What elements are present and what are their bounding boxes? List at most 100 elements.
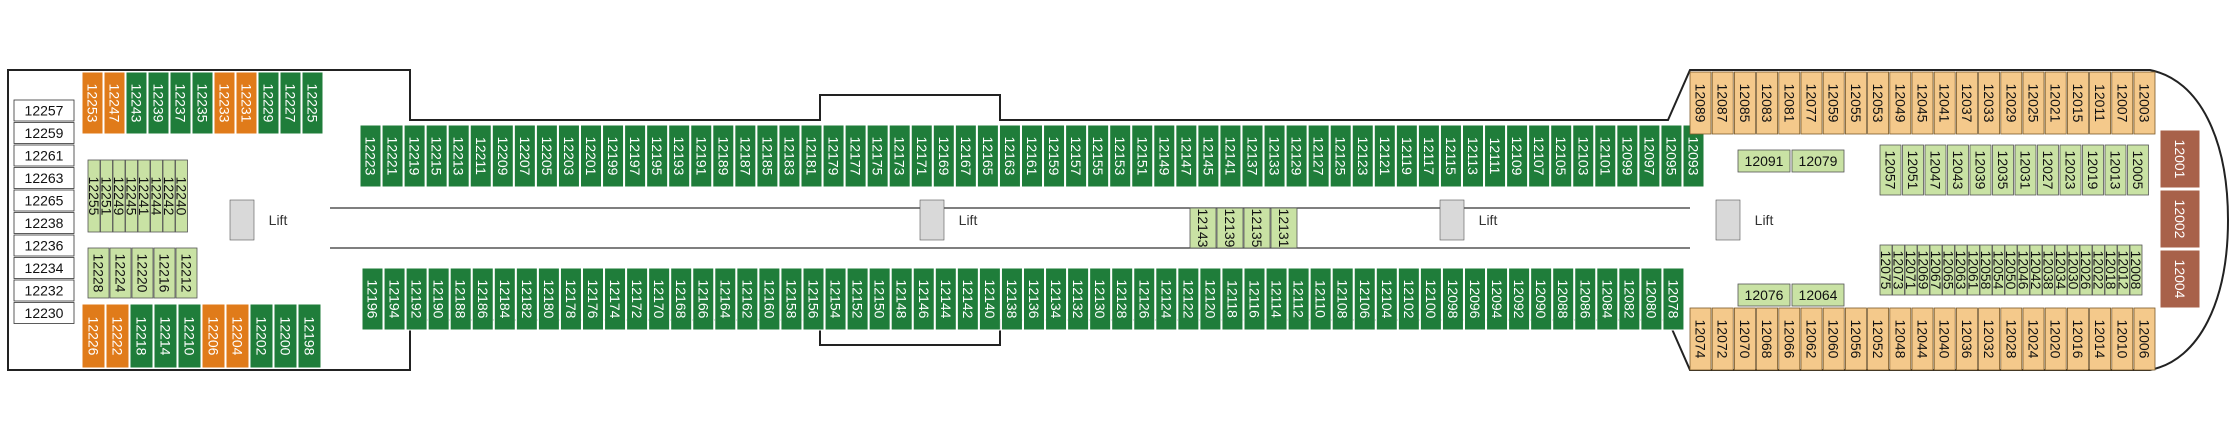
cabin-12109[interactable] <box>1506 124 1529 188</box>
cabin[interactable]: 12052 <box>1867 307 1889 371</box>
cabin-12120[interactable] <box>1199 267 1222 331</box>
cabin-12227[interactable] <box>279 71 302 135</box>
cabin[interactable]: 12257 <box>13 99 75 122</box>
cabin-12224[interactable] <box>109 247 132 299</box>
cabin[interactable]: 12085 <box>1734 71 1756 135</box>
cabin-12171[interactable] <box>910 124 933 188</box>
cabin[interactable]: 12212 <box>175 247 198 299</box>
cabin-12232[interactable] <box>13 279 75 302</box>
cabin[interactable]: 12242 <box>161 159 177 233</box>
cabin-12222[interactable] <box>105 303 130 369</box>
cabin-12110[interactable] <box>1309 267 1332 331</box>
cabin[interactable]: 12140 <box>978 267 1001 331</box>
cabin[interactable]: 12109 <box>1506 124 1529 188</box>
cabin[interactable]: 12016 <box>2066 307 2089 371</box>
cabin-12115[interactable] <box>1439 124 1462 188</box>
cabin-12241[interactable] <box>137 159 151 233</box>
cabin[interactable]: 12161 <box>1021 124 1043 188</box>
cabin-12099[interactable] <box>1616 124 1639 188</box>
cabin-12139[interactable] <box>1216 207 1244 249</box>
cabin[interactable]: 12123 <box>1351 124 1374 188</box>
cabin-12186[interactable] <box>471 267 494 331</box>
cabin-12178[interactable] <box>559 267 582 331</box>
cabin[interactable]: 12035 <box>1992 144 2014 196</box>
cabin[interactable]: 12079 <box>1791 149 1845 173</box>
cabin-12133[interactable] <box>1263 124 1286 188</box>
cabin[interactable]: 12087 <box>1711 71 1734 135</box>
cabin[interactable]: 12151 <box>1131 124 1154 188</box>
cabin[interactable]: 12259 <box>13 122 75 144</box>
cabin[interactable]: 12202 <box>249 303 274 369</box>
cabin-12249[interactable] <box>112 159 126 233</box>
cabin-12147[interactable] <box>1175 124 1198 188</box>
cabin-12063[interactable] <box>1954 244 1968 296</box>
cabin[interactable]: 12206 <box>201 303 226 369</box>
cabin[interactable]: 12249 <box>111 159 127 233</box>
cabin-12048[interactable] <box>1889 307 1912 371</box>
cabin[interactable]: 12046 <box>2016 244 2032 296</box>
cabin-12122[interactable] <box>1177 267 1200 331</box>
cabin[interactable]: 12193 <box>668 124 691 188</box>
cabin[interactable]: 12043 <box>1947 144 1969 196</box>
cabin-12054[interactable] <box>1992 244 2005 296</box>
cabin-12238[interactable] <box>13 212 75 234</box>
cabin[interactable]: 12226 <box>81 303 106 369</box>
cabin[interactable]: 12143 <box>1189 207 1217 249</box>
cabin-12097[interactable] <box>1638 124 1661 188</box>
cabin[interactable]: 12199 <box>602 124 625 188</box>
cabin-12251[interactable] <box>100 159 113 233</box>
cabin[interactable]: 12097 <box>1638 124 1661 188</box>
cabin[interactable]: 12183 <box>778 124 801 188</box>
cabin[interactable]: 12047 <box>1924 144 1947 196</box>
cabin[interactable]: 12204 <box>225 303 250 369</box>
cabin[interactable]: 12182 <box>515 267 538 331</box>
cabin-12044[interactable] <box>1911 307 1934 371</box>
cabin[interactable]: 12180 <box>537 267 560 331</box>
cabin[interactable]: 12167 <box>954 124 977 188</box>
cabin-12145[interactable] <box>1197 124 1220 188</box>
cabin[interactable]: 12131 <box>1270 207 1298 249</box>
cabin[interactable]: 12253 <box>81 71 104 135</box>
cabin-12081[interactable] <box>1778 71 1801 135</box>
cabin-12060[interactable] <box>1822 307 1845 371</box>
cabin-12085[interactable] <box>1734 71 1756 135</box>
cabin[interactable]: 12039 <box>1969 144 1992 196</box>
cabin-12181[interactable] <box>800 124 823 188</box>
cabin-12218[interactable] <box>129 303 154 369</box>
cabin[interactable]: 12179 <box>822 124 845 188</box>
cabin-12118[interactable] <box>1221 267 1244 331</box>
cabin-12070[interactable] <box>1734 307 1756 371</box>
cabin-12092[interactable] <box>1508 267 1531 331</box>
cabin[interactable]: 12162 <box>736 267 759 331</box>
cabin[interactable]: 12263 <box>13 167 75 189</box>
cabin[interactable]: 12175 <box>866 124 889 188</box>
cabin-12022[interactable] <box>2092 244 2105 296</box>
cabin-12235[interactable] <box>191 71 214 135</box>
cabin-12152[interactable] <box>846 267 869 331</box>
cabin-12114[interactable] <box>1265 267 1288 331</box>
cabin-12029[interactable] <box>2000 71 2023 135</box>
cabin[interactable]: 12170 <box>648 267 671 331</box>
cabin[interactable]: 12038 <box>2041 244 2057 296</box>
cabin[interactable]: 12005 <box>2127 144 2149 196</box>
cabin-12221[interactable] <box>381 124 404 188</box>
cabin[interactable]: 12021 <box>2044 71 2067 135</box>
cabin-12074[interactable] <box>1689 307 1712 371</box>
cabin-12263[interactable] <box>13 167 75 189</box>
cabin[interactable]: 12177 <box>844 124 867 188</box>
cabin[interactable]: 12241 <box>136 159 152 233</box>
cabin-12163[interactable] <box>998 124 1021 188</box>
cabin-12080[interactable] <box>1640 267 1663 331</box>
cabin-12037[interactable] <box>1956 71 1978 135</box>
cabin-12066[interactable] <box>1778 307 1801 371</box>
cabin[interactable]: 12240 <box>174 159 190 233</box>
cabin[interactable]: 12229 <box>257 71 280 135</box>
cabin-12020[interactable] <box>2044 307 2067 371</box>
cabin[interactable]: 12178 <box>559 267 582 331</box>
cabin-12019[interactable] <box>2082 144 2104 196</box>
cabin-12095[interactable] <box>1660 124 1683 188</box>
cabin[interactable]: 12063 <box>1953 244 1969 296</box>
cabin[interactable]: 12111 <box>1484 124 1507 188</box>
cabin-12158[interactable] <box>780 267 803 331</box>
cabin-12087[interactable] <box>1711 71 1734 135</box>
